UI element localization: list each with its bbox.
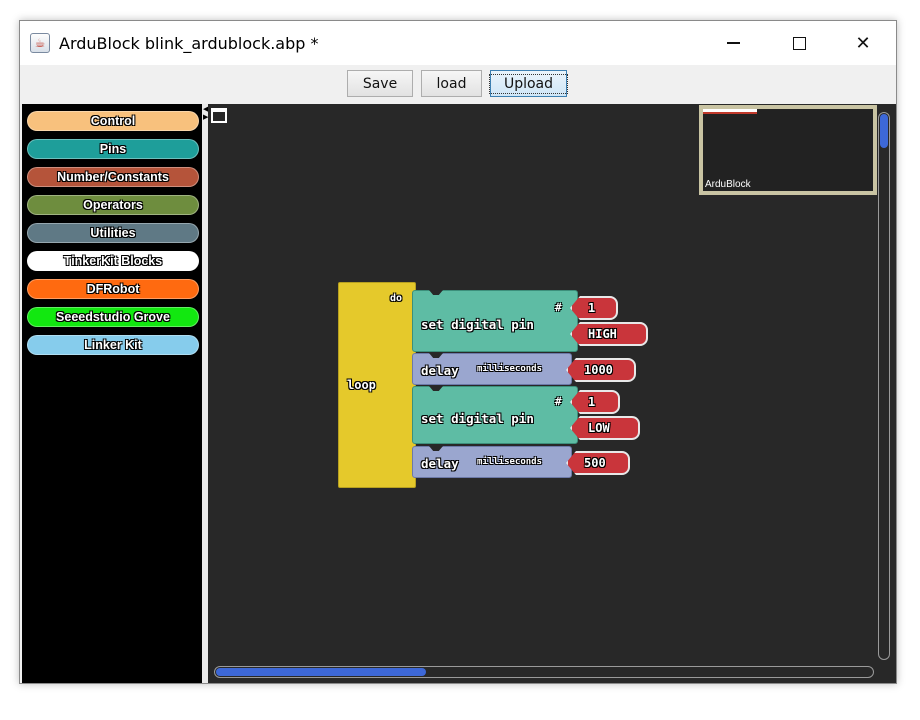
horizontal-scroll-thumb[interactable] [216, 668, 426, 676]
pin-symbol: # [555, 301, 562, 314]
pin-number-value[interactable]: 1 [570, 390, 620, 414]
delay-block[interactable]: delay milliseconds [412, 353, 572, 385]
set-digital-pin-label: set digital pin [421, 411, 534, 426]
maximize-button[interactable] [766, 21, 832, 65]
minimize-button[interactable] [700, 21, 766, 65]
close-icon: ✕ [855, 32, 871, 54]
toolbar: Save load Upload [20, 65, 896, 103]
workspace-canvas[interactable]: ArduBlock do loop set digital pin # 1 HI… [208, 104, 896, 683]
palette-splitter[interactable]: ◀ ▶ [202, 104, 208, 683]
ardublock-window: ☕ ArduBlock blink_ardublock.abp * ✕ Save… [19, 20, 897, 684]
title-bar[interactable]: ☕ ArduBlock blink_ardublock.abp * ✕ [20, 21, 896, 65]
pin-number-text: 1 [588, 395, 596, 409]
category-utilities[interactable]: Utilities [27, 223, 199, 243]
loop-block[interactable]: do loop [338, 282, 416, 488]
pin-number-value[interactable]: 1 [570, 296, 618, 320]
block-notch [429, 386, 443, 391]
delay-block[interactable]: delay milliseconds [412, 446, 572, 478]
minimize-icon [726, 42, 740, 44]
set-digital-pin-block[interactable]: set digital pin # [412, 386, 578, 444]
vertical-scroll-thumb[interactable] [880, 114, 888, 148]
block-notch [429, 353, 443, 358]
window-title: ArduBlock blink_ardublock.abp * [59, 33, 319, 53]
delay-value[interactable]: 500 [566, 451, 630, 475]
loop-label: loop [347, 378, 376, 392]
milliseconds-label: milliseconds [477, 457, 543, 467]
category-linker-kit[interactable]: Linker Kit [27, 335, 199, 355]
delay-label: delay [421, 456, 459, 471]
maximize-icon [792, 36, 806, 50]
minimap[interactable]: ArduBlock [699, 105, 877, 195]
delay-value[interactable]: 1000 [566, 358, 636, 382]
pin-number-text: 1 [588, 301, 596, 315]
minimap-label: ArduBlock [705, 179, 751, 190]
category-number-constants[interactable]: Number/Constants [27, 167, 199, 187]
save-button[interactable]: Save [347, 70, 413, 97]
block-notch [429, 446, 443, 451]
milliseconds-label: milliseconds [477, 364, 543, 374]
pin-symbol: # [555, 395, 562, 408]
delay-label: delay [421, 363, 459, 378]
collapse-left-icon[interactable]: ◀ [203, 106, 209, 113]
pin-state-value[interactable]: HIGH [570, 322, 648, 346]
category-operators[interactable]: Operators [27, 195, 199, 215]
loop-do-label: do [390, 293, 403, 304]
category-seeedstudio-grove[interactable]: Seeedstudio Grove [27, 307, 199, 327]
category-pins[interactable]: Pins [27, 139, 199, 159]
collapse-right-icon[interactable]: ▶ [203, 114, 209, 121]
minimap-viewport [703, 109, 757, 114]
upload-button-label: Upload [488, 73, 569, 94]
block-palette: Control Pins Number/Constants Operators … [22, 104, 202, 683]
category-dfrobot[interactable]: DFRobot [27, 279, 199, 299]
pin-state-value[interactable]: LOW [570, 416, 640, 440]
collapse-panel-icon[interactable] [211, 108, 227, 123]
java-icon: ☕ [30, 33, 50, 53]
upload-button[interactable]: Upload [488, 70, 569, 97]
set-digital-pin-label: set digital pin [421, 317, 534, 332]
horizontal-scrollbar[interactable] [214, 666, 874, 678]
vertical-scrollbar[interactable] [878, 112, 890, 660]
load-button[interactable]: load [421, 70, 482, 97]
block-notch [429, 290, 443, 295]
close-button[interactable]: ✕ [830, 21, 896, 65]
pin-state-text: HIGH [588, 327, 617, 341]
category-tinkerkit-blocks[interactable]: TinkerKit Blocks [27, 251, 199, 271]
set-digital-pin-block[interactable]: set digital pin # [412, 290, 578, 352]
pin-state-text: LOW [588, 421, 610, 435]
category-control[interactable]: Control [27, 111, 199, 131]
delay-value-text: 500 [584, 456, 606, 470]
delay-value-text: 1000 [584, 363, 613, 377]
